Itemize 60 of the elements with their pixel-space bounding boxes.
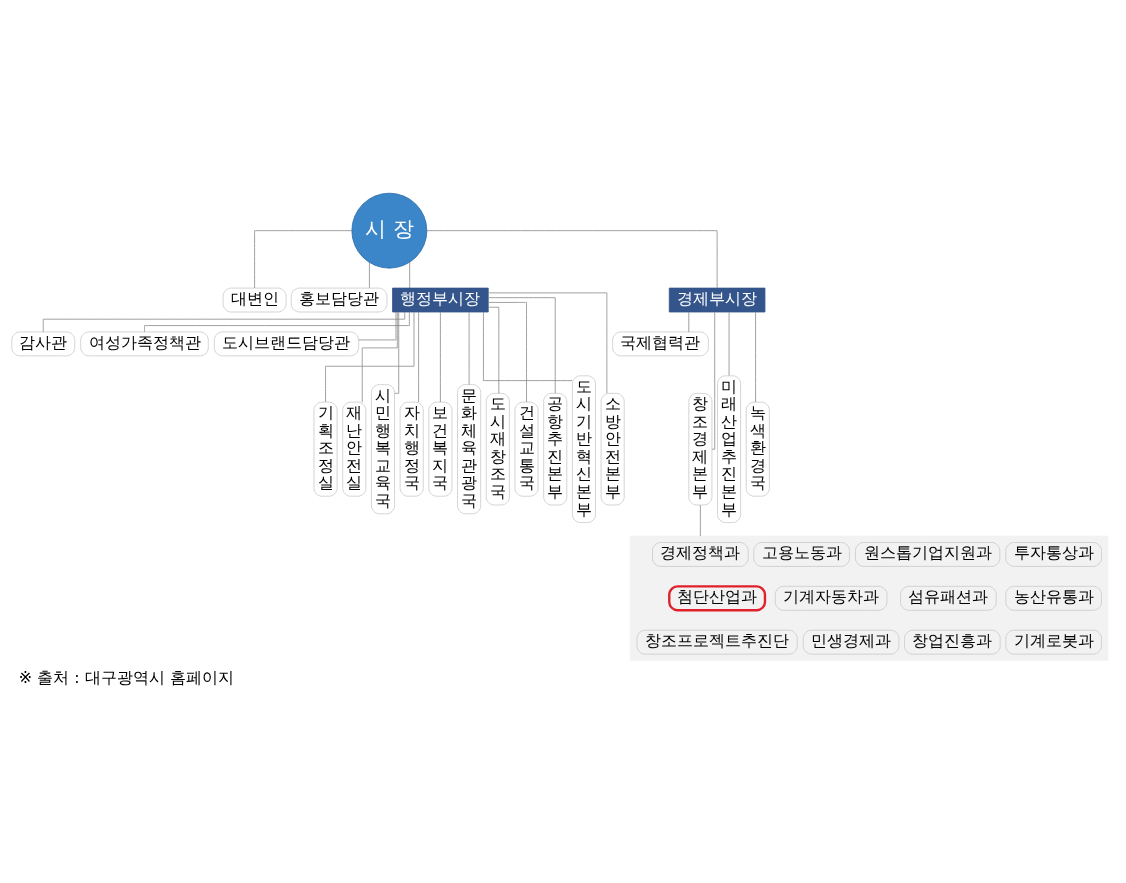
node-box: 국제협력관 [612, 331, 709, 356]
node-box: 경제정책과 [652, 541, 749, 567]
node-box: 행정부시장 [392, 287, 489, 312]
connector [468, 311, 470, 385]
node-box: 창업진흥과 [904, 629, 1001, 655]
node-box: 홍보담당관 [290, 287, 388, 312]
node-box: 첨단산업과 [668, 584, 767, 611]
node-box: 감사관 [11, 331, 76, 356]
node-box: 도시기반혁신본부 [571, 374, 596, 523]
connector [699, 504, 701, 536]
node-box: 도시재창조국 [485, 392, 510, 505]
node-box: 대변인 [222, 287, 287, 312]
node-box: 도시브랜드담당관 [213, 331, 360, 356]
connector [409, 261, 411, 288]
node-box: 투자통상과 [1005, 541, 1102, 567]
connector [42, 311, 406, 332]
node-box: 자치행정국 [399, 401, 424, 497]
connector [358, 311, 397, 340]
node-box: 여성가족정책관 [80, 331, 209, 356]
connector [394, 311, 400, 394]
connector [325, 311, 415, 402]
node-box: 건설교통국 [514, 401, 539, 497]
node-box: 섬유패션과 [900, 585, 997, 611]
connector [755, 311, 756, 402]
node-box: 창조경제본부 [688, 392, 713, 505]
node-box: 민생경제과 [802, 629, 900, 655]
node-box: 기계자동차과 [774, 585, 888, 611]
connector [688, 311, 690, 332]
node-circle: 시 장 [351, 192, 428, 269]
connector [728, 311, 730, 376]
node-box: 시민행복교육국 [371, 383, 395, 514]
connector [361, 311, 398, 402]
connector [487, 301, 527, 402]
connector [711, 311, 716, 450]
connector [426, 229, 718, 288]
connector [144, 311, 410, 332]
connector [369, 261, 370, 288]
connector [487, 291, 608, 394]
connector [440, 311, 441, 402]
connector [418, 311, 419, 402]
node-box: 재난안전실 [342, 401, 367, 497]
node-box: 농산유통과 [1005, 585, 1102, 611]
node-box: 녹색환경국 [745, 401, 770, 497]
connector [487, 306, 500, 394]
node-box: 미래산업추진본부 [717, 374, 742, 523]
node-box: 문화체육관광국 [457, 383, 482, 514]
node-box: 보건복지국 [428, 401, 453, 497]
node-box: 공항추진본부 [543, 392, 568, 505]
connector [488, 296, 556, 394]
connector [483, 311, 573, 381]
node-box: 경제부시장 [668, 287, 766, 312]
node-box: 창조프로젝트추진단 [636, 629, 798, 655]
connector [254, 229, 353, 288]
node-box: 원스톱기업지원과 [855, 541, 1001, 567]
node-box: 기계로봇과 [1005, 629, 1102, 655]
node-box: 고용노동과 [753, 541, 850, 567]
node-box: 소방안전본부 [600, 392, 625, 505]
cluster [629, 535, 1109, 661]
caption: ※ 출처 : 대구광역시 홈페이지 [18, 667, 234, 687]
node-box: 기획조정실 [313, 401, 338, 497]
